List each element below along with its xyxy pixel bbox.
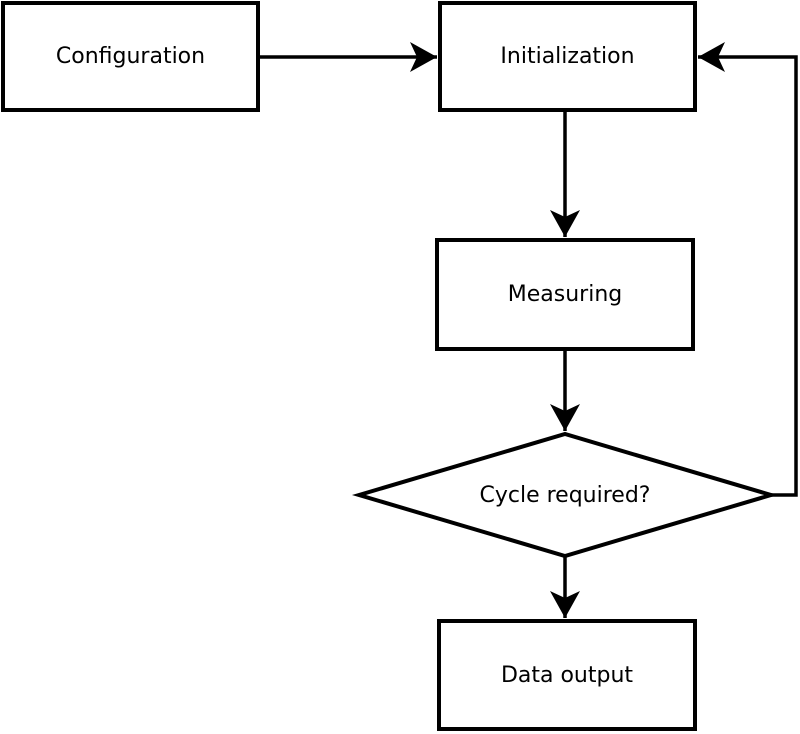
node-data-output-shape [437, 619, 697, 731]
node-configuration-shape [1, 1, 260, 112]
node-measuring-shape [435, 238, 695, 351]
edge-cycle-required-initialization-loop [698, 42, 798, 497]
node-cycle-required-shape [351, 431, 779, 559]
node-initialization-shape [438, 1, 697, 112]
